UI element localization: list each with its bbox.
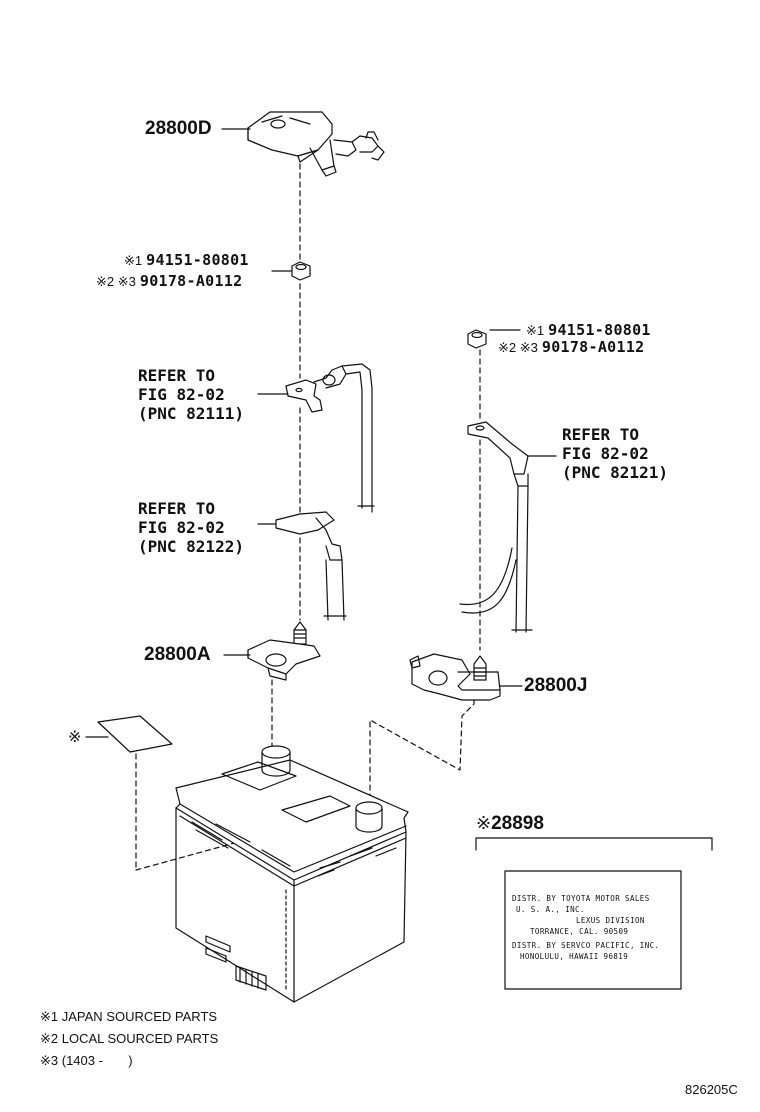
note-1-mark: ※1 <box>40 1009 59 1024</box>
negative-cable-part <box>258 364 374 512</box>
figure-id: 826205C <box>685 1082 738 1097</box>
battery-cover-part <box>222 112 384 176</box>
refer-82111-line1: REFER TO <box>138 366 216 385</box>
caution-label-part <box>476 838 712 989</box>
nut-right-mark2: ※2 ※3 <box>498 340 538 355</box>
refer-82111-line2: FIG 82-02 <box>138 385 225 404</box>
label-line-4: TORRANCE, CAL. 90509 <box>530 927 629 936</box>
nut-right-part <box>468 330 520 348</box>
label-line-2: U. S. A., INC. <box>516 905 585 914</box>
nut-left-part <box>272 262 310 280</box>
note-2-mark: ※2 <box>40 1031 59 1046</box>
refer-82121-line2: FIG 82-02 <box>562 444 649 463</box>
label-line-6: HONOLULU, HAWAII 96819 <box>520 952 629 961</box>
note-3-text: (1403 - ) <box>61 1053 133 1068</box>
positive-terminal-part <box>410 654 522 700</box>
note-3-mark: ※3 <box>40 1053 59 1068</box>
nut-left-callout-2: ※2 ※3 90178-A0112 <box>96 272 243 291</box>
note-1-text: JAPAN SOURCED PARTS <box>61 1009 218 1024</box>
label-mark: ※ <box>476 813 492 833</box>
battery-part <box>176 746 408 1002</box>
cover-part-number: 28800D <box>145 118 212 139</box>
neg-terminal-part-number: 28800A <box>144 644 211 665</box>
nut-left-pn2: 90178-A0112 <box>139 272 243 290</box>
note-2: ※2 LOCAL SOURCED PARTS <box>40 1028 218 1050</box>
label-line-3: LEXUS DIVISION <box>576 916 645 925</box>
label-part-callout: ※28898 <box>476 813 544 835</box>
note-3: ※3 (1403 - ) <box>40 1050 218 1072</box>
nut-right-pn2: 90178-A0112 <box>541 338 645 356</box>
nut-right-mark1: ※1 <box>526 323 545 338</box>
nut-left-mark2: ※2 ※3 <box>96 274 136 289</box>
label-part-number: 28898 <box>491 813 544 834</box>
refer-82122-line3: (PNC 82122) <box>138 537 244 556</box>
notes-legend: ※1 JAPAN SOURCED PARTS ※2 LOCAL SOURCED … <box>40 1006 218 1072</box>
warning-sticker-part <box>86 716 260 870</box>
nut-right-callout-2: ※2 ※3 90178-A0112 <box>498 338 645 357</box>
refer-82121-line3: (PNC 82121) <box>562 463 668 482</box>
refer-callout-82111: REFER TO FIG 82-02 (PNC 82111) <box>138 366 244 423</box>
label-line-1: DISTR. BY TOYOTA MOTOR SALES <box>512 894 650 903</box>
sticker-mark: ※ <box>68 729 82 746</box>
nut-right-callout: ※1 94151-80801 <box>526 321 651 340</box>
refer-callout-82121: REFER TO FIG 82-02 (PNC 82121) <box>562 425 668 482</box>
refer-82121-line1: REFER TO <box>562 425 640 444</box>
positive-cable-part <box>460 422 556 632</box>
refer-callout-82122: REFER TO FIG 82-02 (PNC 82122) <box>138 499 244 556</box>
nut-left-mark1: ※1 <box>124 253 143 268</box>
refer-82122-line1: REFER TO <box>138 499 216 518</box>
nut-left-pn1: 94151-80801 <box>146 251 249 269</box>
caution-label-text: DISTR. BY TOYOTA MOTOR SALES U. S. A., I… <box>512 893 680 962</box>
refer-82111-line3: (PNC 82111) <box>138 404 244 423</box>
refer-82122-line2: FIG 82-02 <box>138 518 225 537</box>
ground-cable-part <box>258 512 346 620</box>
nut-right-pn1: 94151-80801 <box>548 321 651 339</box>
label-line-5: DISTR. BY SERVCO PACIFIC, INC. <box>512 941 660 950</box>
negative-terminal-part <box>224 622 320 680</box>
note-1: ※1 JAPAN SOURCED PARTS <box>40 1006 218 1028</box>
nut-left-callout: ※1 94151-80801 <box>124 251 249 270</box>
note-2-text: LOCAL SOURCED PARTS <box>61 1031 219 1046</box>
pos-terminal-part-number: 28800J <box>524 675 588 696</box>
